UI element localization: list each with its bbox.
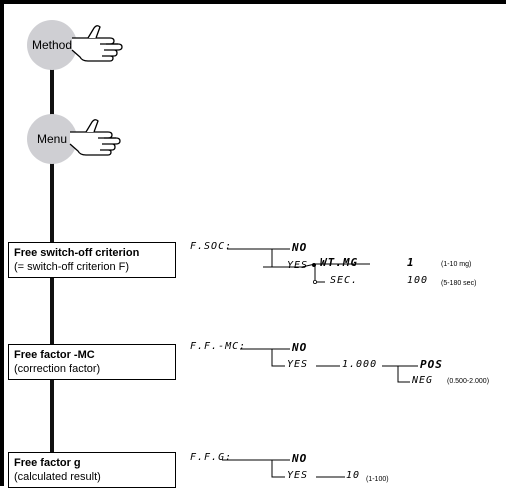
frame-top-border xyxy=(0,0,506,4)
option-yes: YES xyxy=(287,260,309,271)
range-label: (5-180 sec) xyxy=(441,280,477,287)
param-title: Free factor g xyxy=(14,457,81,469)
suboption-name: WT.MG xyxy=(320,256,359,269)
method-label: Method xyxy=(31,38,73,52)
menu-label: Menu xyxy=(36,132,68,146)
display-code: F.F.G: xyxy=(190,452,233,463)
range-label: (1-100) xyxy=(366,476,389,483)
display-code: F.SOC: xyxy=(190,241,233,252)
method-button[interactable]: Method xyxy=(27,20,77,70)
suboption-name: SEC. xyxy=(330,275,359,286)
display-code: F.F.-MC: xyxy=(190,341,247,352)
pointing-hand-icon xyxy=(71,25,123,62)
param-subtitle: (correction factor) xyxy=(14,363,101,375)
option-no: NO xyxy=(292,241,308,254)
option-yes: YES xyxy=(287,470,309,481)
param-subtitle: (calculated result) xyxy=(14,471,101,483)
param-box-free-factor-mc: Free factor -MC (correction factor) xyxy=(8,344,176,380)
option-no: NO xyxy=(292,341,308,354)
suboption-value: 100 xyxy=(407,275,429,286)
factor-value: 1.000 xyxy=(342,359,378,370)
frame-left-border xyxy=(0,0,4,486)
option-yes: YES xyxy=(287,359,309,370)
range-label: (0.500-2.000) xyxy=(447,378,490,385)
option-pos: POS xyxy=(420,358,443,371)
pointing-hand-icon xyxy=(69,119,121,156)
suboption-value: 1 xyxy=(407,256,415,269)
factor-value: 10 xyxy=(346,470,361,481)
param-subtitle: (= switch-off criterion F) xyxy=(14,261,130,273)
option-neg: NEG xyxy=(412,375,434,386)
menu-button[interactable]: Menu xyxy=(27,114,77,164)
option-no: NO xyxy=(292,452,308,465)
param-title: Free factor -MC xyxy=(14,349,95,361)
param-box-free-factor-g: Free factor g (calculated result) xyxy=(8,452,176,488)
param-box-free-switch-off: Free switch-off criterion (= switch-off … xyxy=(8,242,176,278)
range-label: (1-10 mg) xyxy=(441,261,472,268)
param-title: Free switch-off criterion xyxy=(14,247,140,259)
